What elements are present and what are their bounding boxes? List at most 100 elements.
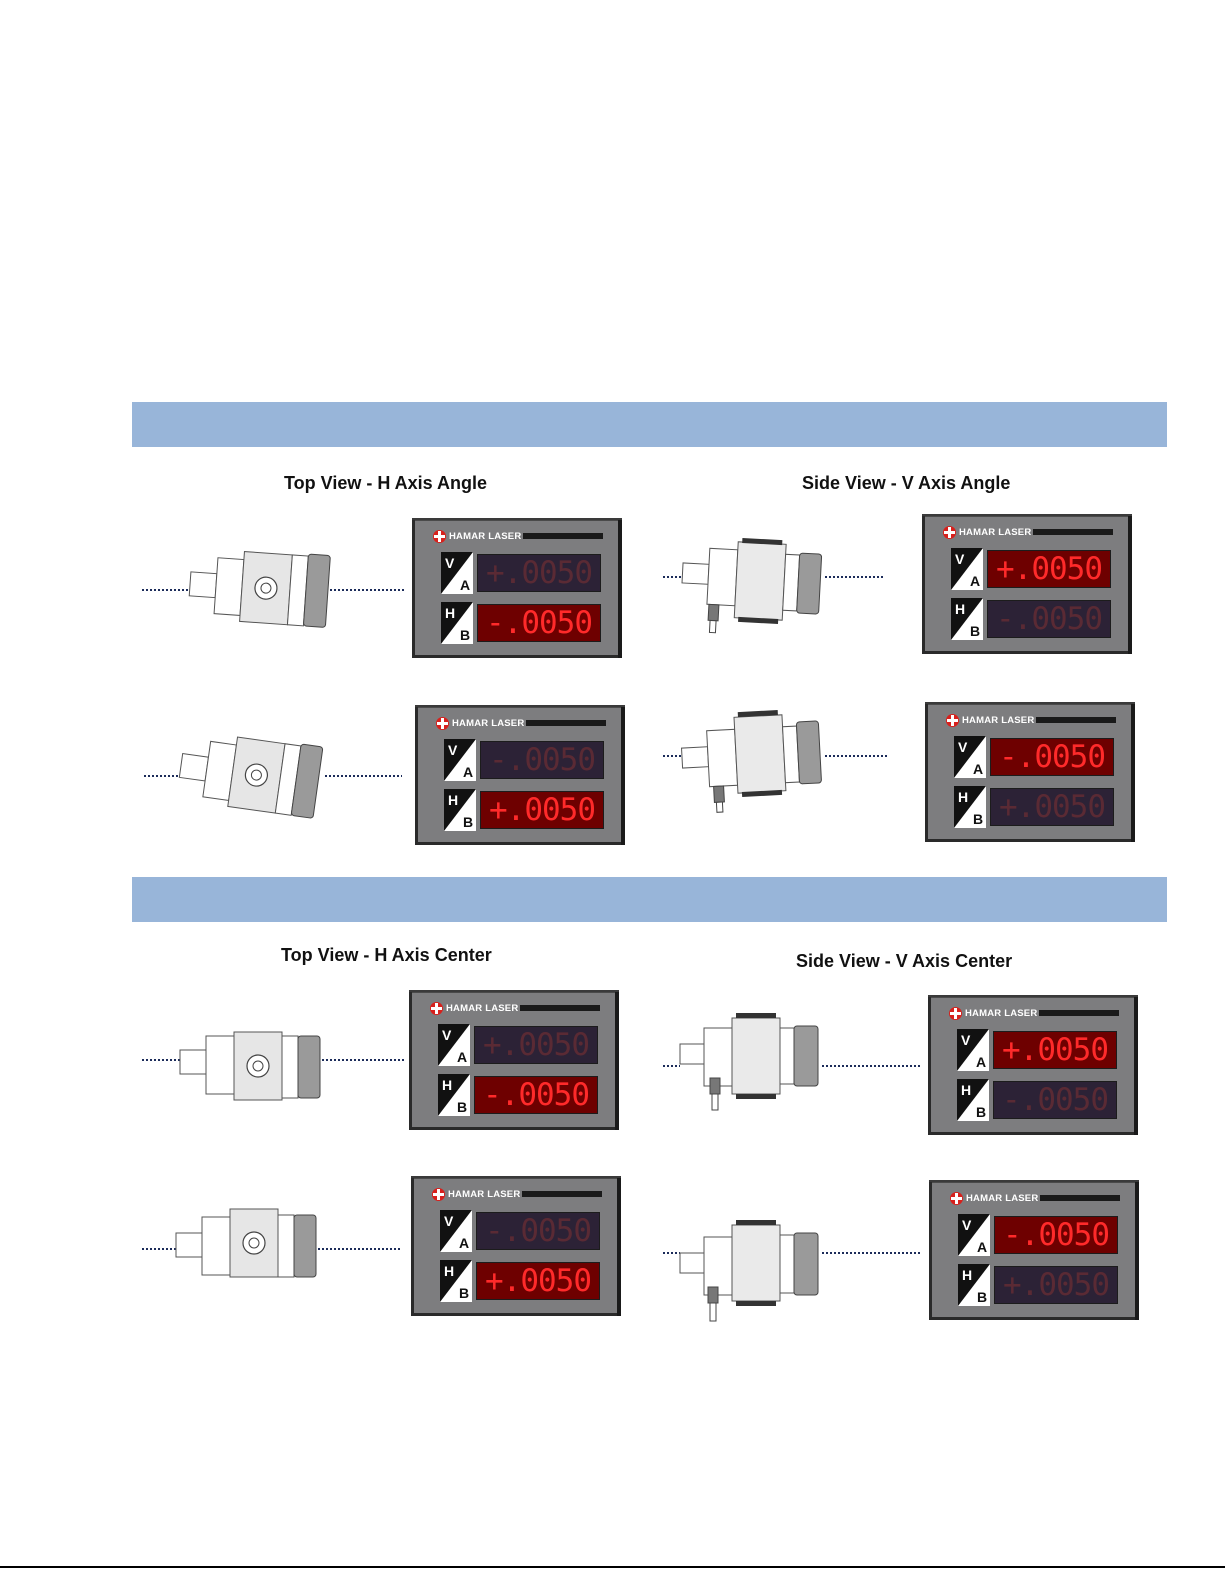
axis-pair-icon: HB <box>954 786 986 828</box>
axis-pair-icon: HB <box>957 1079 989 1121</box>
panel-frame-edge <box>411 1178 414 1316</box>
axis-pair-icon: HB <box>438 1074 470 1116</box>
axis-upper-label: H <box>445 605 455 621</box>
readout-display-b: +.0050 <box>994 1266 1118 1304</box>
readout-display-a: -.0050 <box>990 738 1114 776</box>
axis-pair-icon: VA <box>958 1214 990 1256</box>
axis-upper-label: V <box>961 1032 971 1048</box>
panel-frame-edge <box>1128 516 1132 654</box>
brand-label: HAMAR LASER <box>962 714 1035 726</box>
axis-upper-label: V <box>448 742 458 758</box>
brand-bar <box>1033 529 1113 535</box>
axis-lower-label: A <box>457 1049 467 1065</box>
brand-bar <box>1036 717 1116 723</box>
panel-frame-edge <box>925 839 1135 842</box>
axis-lower-label: B <box>457 1099 467 1115</box>
brand-label: HAMAR LASER <box>966 1192 1039 1204</box>
heading-side-view-v-axis-angle: Side View - V Axis Angle <box>802 473 1011 493</box>
axis-lower-label: B <box>459 1285 469 1301</box>
heading-side-view-v-axis-center: Side View - V Axis Center <box>796 951 1013 971</box>
axis-upper-label: H <box>444 1263 454 1279</box>
panel-frame-edge <box>929 1182 932 1320</box>
axis-upper-label: V <box>444 1213 454 1229</box>
axis-upper-label: V <box>962 1217 972 1233</box>
readout-display-b: -.0050 <box>987 600 1111 638</box>
axis-pair-icon: VA <box>438 1024 470 1066</box>
axis-lower-label: B <box>970 623 980 639</box>
axis-lower-label: A <box>977 1239 987 1255</box>
readout-display-b: -.0050 <box>474 1076 598 1114</box>
crosshair-logo-icon <box>946 713 959 727</box>
axis-lower-label: B <box>460 627 470 643</box>
hamar-laser-logo: HAMAR LASER <box>430 1001 518 1015</box>
panel-frame-edge <box>615 992 619 1130</box>
target-side-view-center-1-illustration <box>663 1013 920 1111</box>
panel-frame-edge <box>409 1127 619 1130</box>
axis-lower-label: A <box>463 764 473 780</box>
panel-frame-edge <box>409 992 412 1130</box>
axis-upper-label: H <box>448 792 458 808</box>
axis-pair-icon: HB <box>951 598 983 640</box>
target-side-view-center-2-illustration <box>663 1220 920 1322</box>
hamar-laser-logo: HAMAR LASER <box>946 713 1034 727</box>
axis-lower-label: B <box>463 814 473 830</box>
crosshair-logo-icon <box>430 1001 443 1015</box>
target-top-view-angle-1-illustration <box>142 551 406 628</box>
axis-pair-icon: HB <box>958 1264 990 1306</box>
readout-display-a: +.0050 <box>474 1026 598 1064</box>
axis-pair-icon: HB <box>441 602 473 644</box>
axis-lower-label: A <box>460 577 470 593</box>
readout-display-a: -.0050 <box>480 741 604 779</box>
axis-lower-label: A <box>970 573 980 589</box>
panel-frame-edge <box>415 705 625 707</box>
readout-display-b: +.0050 <box>990 788 1114 826</box>
brand-label: HAMAR LASER <box>452 717 525 729</box>
panel-frame-edge <box>617 1178 621 1316</box>
brand-label: HAMAR LASER <box>449 530 522 542</box>
axis-upper-label: V <box>955 551 965 567</box>
brand-bar <box>1040 1195 1120 1201</box>
axis-upper-label: H <box>961 1082 971 1098</box>
axis-pair-icon: VA <box>441 552 473 594</box>
brand-bar <box>1039 1010 1119 1016</box>
crosshair-logo-icon <box>943 525 956 539</box>
hamar-laser-logo: HAMAR LASER <box>950 1191 1038 1205</box>
axis-pair-icon: HB <box>440 1260 472 1302</box>
panel-frame-edge <box>411 1313 621 1316</box>
axis-lower-label: B <box>977 1289 987 1305</box>
panel-frame-edge <box>1135 1182 1139 1320</box>
brand-label: HAMAR LASER <box>448 1188 521 1200</box>
panel-frame-edge <box>1134 997 1138 1135</box>
hamar-laser-logo: HAMAR LASER <box>943 525 1031 539</box>
panel-frame-edge <box>928 1132 1138 1135</box>
brand-bar <box>526 720 606 726</box>
hamar-laser-logo: HAMAR LASER <box>433 529 521 543</box>
crosshair-logo-icon <box>433 529 446 543</box>
panel-frame-edge <box>925 702 1135 704</box>
panel-frame-edge <box>412 520 415 658</box>
panel-frame-edge <box>925 704 928 842</box>
axis-pair-icon: HB <box>444 789 476 831</box>
panel-frame-edge <box>415 707 418 845</box>
axis-pair-icon: VA <box>444 739 476 781</box>
page-footer-rule <box>0 1566 1225 1568</box>
panel-frame-edge <box>412 655 622 658</box>
axis-upper-label: V <box>445 555 455 571</box>
panel-frame-edge <box>411 1176 621 1178</box>
panel-frame-edge <box>922 514 1132 516</box>
axis-upper-label: H <box>958 789 968 805</box>
